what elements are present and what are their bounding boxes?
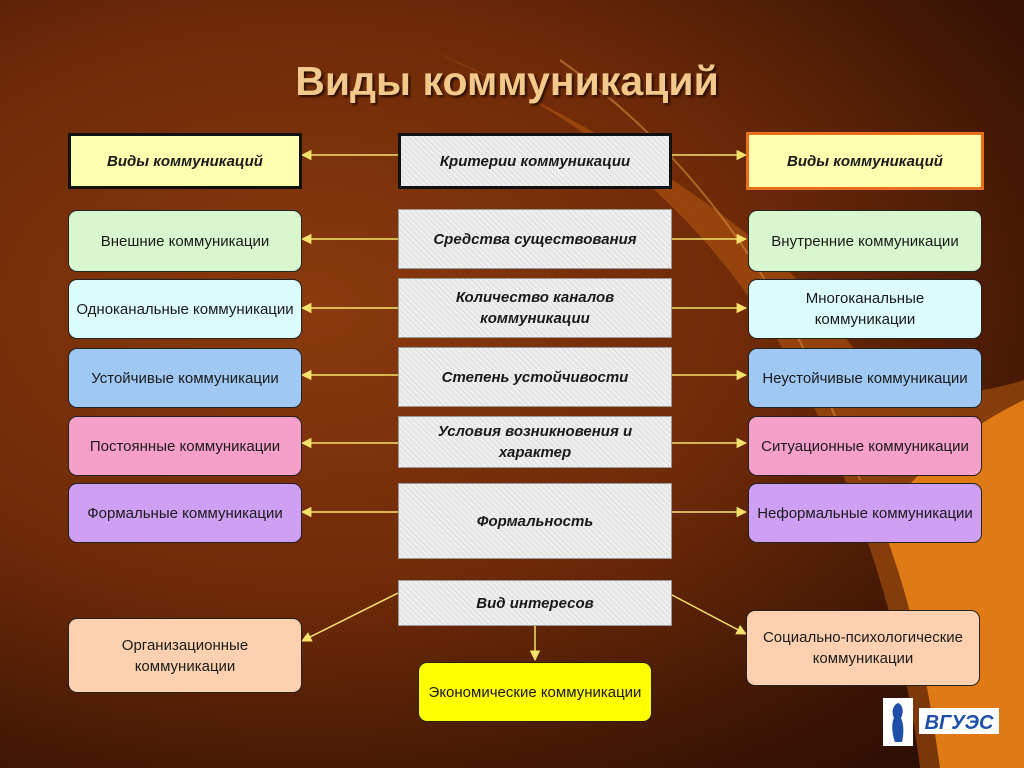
- header-center-label: Критерии коммуникации: [439, 152, 631, 170]
- interest-left-label: Организационные коммуникации: [121, 636, 249, 675]
- left-type-label: Устойчивые коммуникации: [91, 369, 279, 387]
- left-type-label: Постоянные коммуникации: [89, 437, 281, 455]
- interest-right-label: Социально-психологические коммуникации: [762, 629, 964, 667]
- header-left-label: Виды коммуникаций: [107, 152, 263, 170]
- interest-center-box: Экономические коммуникации: [418, 662, 652, 722]
- header-right-label: Виды коммуникаций: [787, 152, 943, 170]
- left-type-box-4: Постоянные коммуникации: [68, 416, 302, 476]
- left-type-label: Внешние коммуникации: [100, 232, 270, 250]
- criterion-label: Вид интересов: [476, 594, 594, 612]
- interest-left-box: Организационные коммуникации: [68, 618, 302, 693]
- right-type-box-1: Внутренние коммуникации: [748, 210, 982, 272]
- left-type-label: Формальные коммуникации: [87, 504, 283, 522]
- page-title: Виды коммуникаций: [295, 58, 719, 104]
- criterion-label: Условия возникновения и характер: [437, 423, 633, 461]
- criterion-box-3: Степень устойчивости: [398, 347, 672, 407]
- criterion-label: Степень устойчивости: [441, 368, 629, 386]
- header-left-box: Виды коммуникаций: [68, 133, 302, 189]
- right-type-box-2: Многоканальные коммуникации: [748, 279, 982, 339]
- criterion-label: Формальность: [476, 512, 594, 530]
- right-type-label: Внутренние коммуникации: [771, 232, 959, 250]
- left-type-label: Одноканальные коммуникации: [76, 300, 294, 318]
- criterion-box-6: Вид интересов: [398, 580, 672, 626]
- logo-text: ВГУЭС: [925, 712, 994, 734]
- criterion-box-1: Средства существования: [398, 209, 672, 269]
- criterion-box-5: Формальность: [398, 483, 672, 559]
- header-center-box: Критерии коммуникации: [398, 133, 672, 189]
- left-type-box-5: Формальные коммуникации: [68, 483, 302, 543]
- criterion-label: Количество каналов коммуникации: [455, 289, 615, 327]
- interest-right-box: Социально-психологические коммуникации: [746, 610, 980, 686]
- left-type-box-2: Одноканальные коммуникации: [68, 279, 302, 339]
- right-type-label: Неустойчивые коммуникации: [762, 369, 968, 387]
- university-logo: ВГУЭС: [883, 698, 999, 746]
- header-right-box: Виды коммуникаций: [746, 132, 984, 190]
- left-type-box-1: Внешние коммуникации: [68, 210, 302, 272]
- right-type-box-5: Неформальные коммуникации: [748, 483, 982, 543]
- right-type-box-3: Неустойчивые коммуникации: [748, 348, 982, 408]
- criterion-label: Средства существования: [433, 230, 637, 248]
- right-type-box-4: Ситуационные коммуникации: [748, 416, 982, 476]
- left-type-box-3: Устойчивые коммуникации: [68, 348, 302, 408]
- right-type-label: Неформальные коммуникации: [757, 504, 973, 522]
- criterion-box-4: Условия возникновения и характер: [398, 416, 672, 468]
- criterion-box-2: Количество каналов коммуникации: [398, 278, 672, 338]
- interest-center-label: Экономические коммуникации: [428, 683, 642, 701]
- right-type-label: Ситуационные коммуникации: [761, 437, 969, 455]
- right-type-label: Многоканальные коммуникации: [805, 290, 925, 328]
